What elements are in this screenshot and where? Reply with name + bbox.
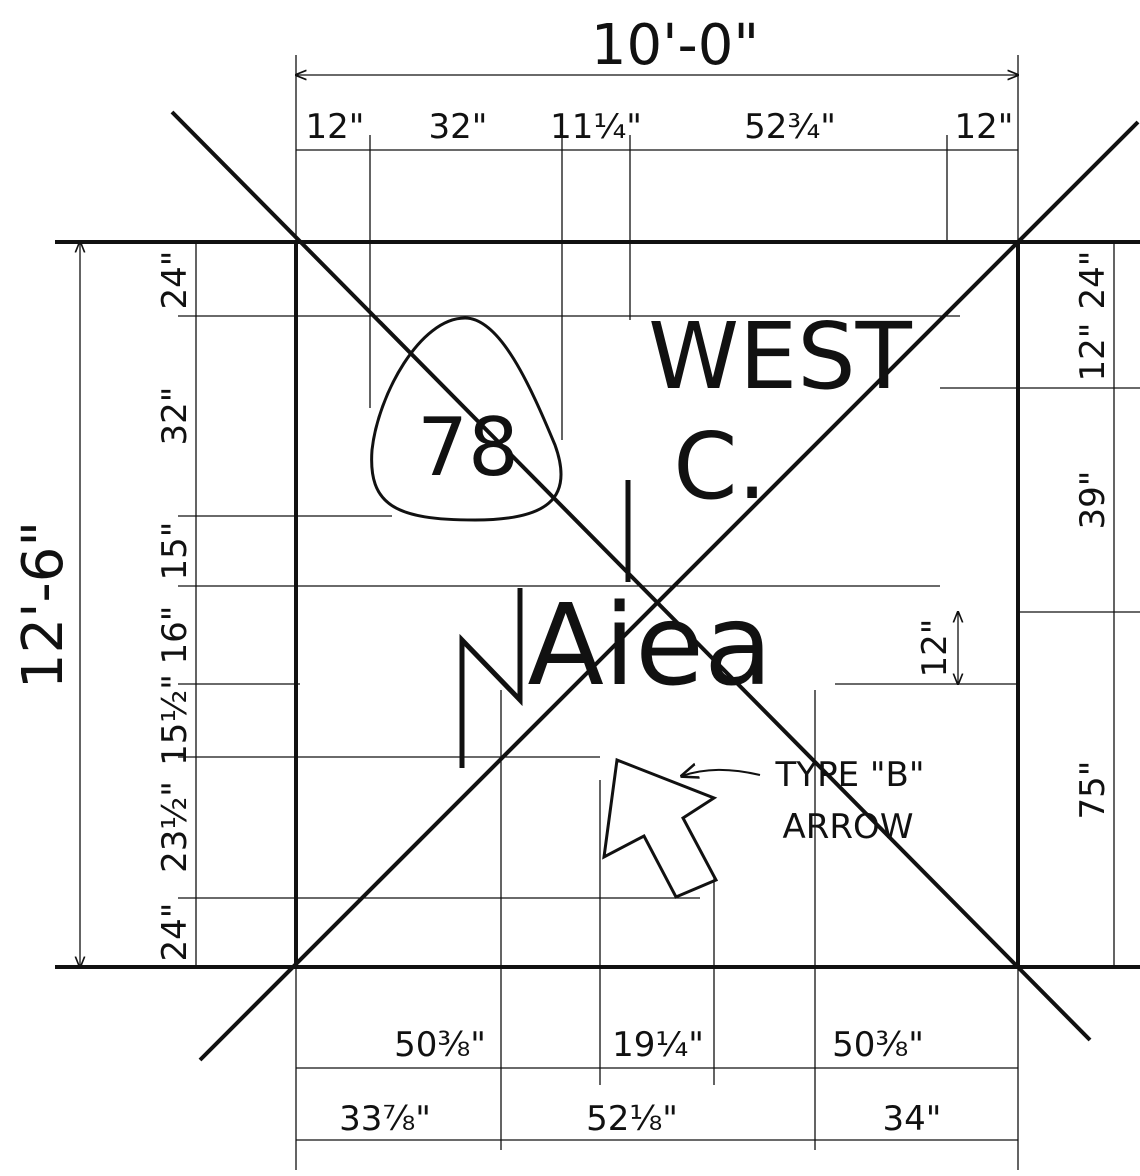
left-dim-label: 23½" xyxy=(155,781,195,873)
sketch-strokes xyxy=(459,480,631,768)
left-dim-label: 24" xyxy=(155,903,195,962)
bottom-dimension-labels: 50⅜" 19¼" 50⅜" 33⅞" 52⅛" 34" xyxy=(339,1025,941,1139)
left-dim-label: 16" xyxy=(155,606,195,665)
dimension-lines xyxy=(80,75,1115,1141)
sign-panel xyxy=(55,240,1140,969)
bottom-dim-label: 50⅜" xyxy=(394,1025,486,1065)
bottom-dim-label: 52⅛" xyxy=(586,1099,678,1139)
route-shield: 78 xyxy=(370,316,563,522)
bottom-dim-label: 19¼" xyxy=(612,1025,704,1065)
top-dim-label: 11¼" xyxy=(550,107,642,147)
top-dim-label: 12" xyxy=(955,107,1014,147)
top-dimension-labels: 12" 32" 11¼" 52¾" 12" xyxy=(306,107,1014,147)
bottom-dim-label: 50⅜" xyxy=(832,1025,924,1065)
left-dim-label: 15½" xyxy=(155,674,195,766)
right-dim-label: 39" xyxy=(1073,471,1113,530)
left-dimension-labels: 24" 32" 15" 16" 15½" 23½" 24" xyxy=(155,251,195,962)
bottom-dim-label: 33⅞" xyxy=(339,1099,431,1139)
right-dim-label: 24" xyxy=(1073,251,1113,310)
left-dim-label: 15" xyxy=(155,522,195,581)
inner-dim-label: 12" xyxy=(915,619,955,678)
cross-out-lines xyxy=(170,110,1140,1062)
right-dim-label: 12" xyxy=(1073,323,1113,382)
sign-line-1: C. xyxy=(673,413,766,520)
overall-height-label: 12'-6" xyxy=(11,521,76,689)
extension-lines xyxy=(178,55,1140,1170)
left-dim-label: 32" xyxy=(155,387,195,446)
direction-text: WEST xyxy=(648,303,912,410)
left-dim-label: 24" xyxy=(155,251,195,310)
overall-width-label: 10'-0" xyxy=(591,13,759,78)
leader-arrow xyxy=(682,770,761,776)
arrow-note-line-2: ARROW xyxy=(783,807,914,847)
sign-line-2: Aiea xyxy=(527,581,772,711)
top-dim-label: 12" xyxy=(306,107,365,147)
right-dimension-labels: 24" 12" 39" 75" 12" xyxy=(915,251,1113,820)
top-dim-label: 32" xyxy=(429,107,488,147)
right-dim-label: 75" xyxy=(1073,761,1113,820)
arrow-note-line-1: TYPE "B" xyxy=(775,755,925,795)
bottom-dim-label: 34" xyxy=(883,1099,942,1139)
top-dim-label: 52¾" xyxy=(744,107,836,147)
route-number: 78 xyxy=(417,401,519,494)
type-b-arrow xyxy=(602,757,719,899)
